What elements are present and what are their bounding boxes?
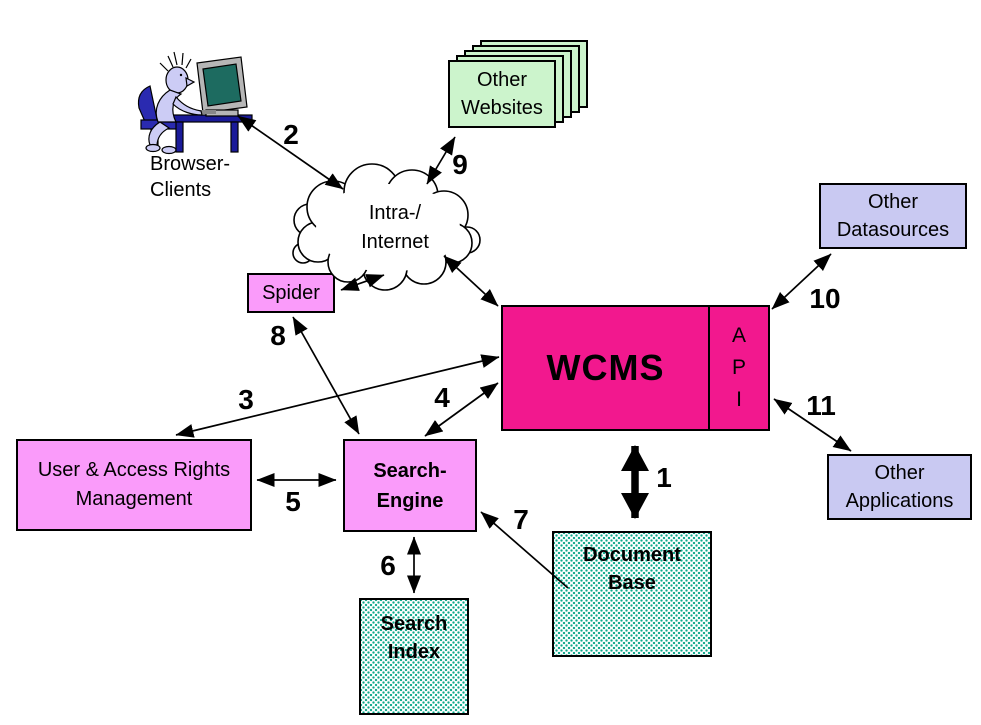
arrow-9 [426,136,456,185]
browser-clients-label: Browser- Clients [150,153,231,201]
connection-label-7: 7 [513,504,529,535]
connection-label-2: 2 [283,119,299,150]
connection-label-9: 9 [452,149,468,180]
arrow-cloud-wcms [443,255,499,307]
wcms-api-section: A P I [708,307,768,429]
connection-label-4: 4 [434,382,450,413]
arrow-8 [292,316,360,435]
wcms-node: WCMS A P I [501,305,770,431]
browser-client-clipart [137,51,253,155]
other-websites-node: Other Websites [448,60,556,128]
document-base-node: Document Base [552,531,712,657]
connection-label-6: 6 [380,550,396,581]
connection-label-8: 8 [270,320,286,351]
connection-label-5: 5 [285,486,301,517]
connection-label-1: 1 [656,462,672,493]
connection-label-10: 10 [809,283,841,314]
spider-node: Spider [247,273,335,313]
arrow-3 [175,354,500,438]
arrow-spider-cloud [340,274,385,291]
connection-label-3: 3 [238,384,254,415]
user-access-rights-node: User & Access Rights Management [16,439,252,531]
wcms-label: WCMS [503,307,708,429]
connection-label-11: 11 [806,390,836,421]
other-applications-node: Other Applications [827,454,972,520]
other-datasources-node: Other Datasources [819,183,967,249]
search-engine-node: Search- Engine [343,439,477,532]
search-index-node: Search Index [359,598,469,715]
internet-cloud-label: Intra-/ Internet [361,202,429,253]
